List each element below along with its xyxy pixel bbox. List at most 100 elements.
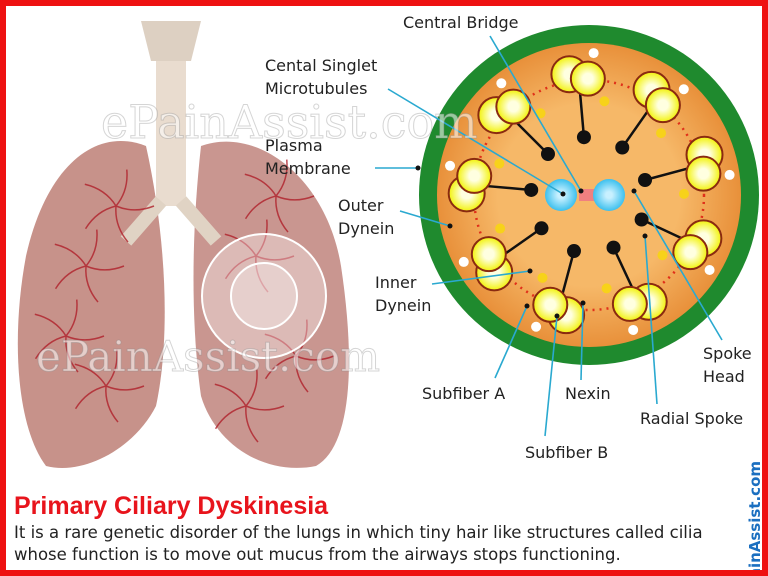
watermark: ePainAssist.com	[101, 95, 478, 149]
blood-vessel	[115, 169, 128, 207]
blood-vessel	[105, 349, 118, 387]
blood-vessel	[34, 335, 67, 360]
radial-spoke	[514, 120, 549, 155]
outer-dynein	[458, 256, 469, 267]
radial-spoke	[644, 166, 690, 182]
leader-dot	[642, 233, 648, 239]
subfiber-a	[611, 285, 648, 322]
leader-lines	[375, 35, 723, 437]
leader-line	[387, 88, 564, 195]
leader-line	[580, 302, 584, 381]
label-line: Head	[703, 367, 745, 386]
outer-dynein	[445, 160, 456, 171]
outer-dynein	[588, 48, 599, 59]
inner-dynein	[656, 128, 667, 139]
radial-spoke	[503, 227, 543, 256]
illustration: ePainAssist.com ePainAssist.com	[17, 21, 759, 468]
larynx	[141, 21, 201, 61]
subfiber-a	[456, 157, 493, 194]
blood-vessel	[255, 219, 268, 257]
blood-vessel	[74, 363, 107, 387]
leader-dot	[560, 191, 566, 197]
blood-vessel	[275, 195, 289, 233]
inner-dynein	[599, 96, 610, 107]
label-line: Cental Singlet	[265, 56, 378, 75]
leader-dot	[415, 165, 421, 171]
axoneme-cross-section	[419, 25, 759, 365]
blood-vessel	[244, 195, 277, 220]
label-radial-spoke: Radial Spoke	[640, 409, 744, 428]
blood-vessel	[85, 265, 99, 303]
label-line: Spoke	[703, 344, 752, 363]
magnifier-outer	[201, 233, 327, 359]
leader-line	[544, 315, 558, 437]
radial-spoke	[612, 247, 635, 290]
page-title: Primary Ciliary Dyskinesia	[14, 492, 329, 520]
inner-dynein	[495, 223, 506, 234]
outer-dynein	[628, 324, 639, 335]
subfiber-a	[470, 236, 507, 273]
lungs-illustration	[17, 21, 349, 468]
magnifier-inner	[230, 262, 298, 330]
inner-dynein	[601, 283, 612, 294]
blood-vessel	[275, 159, 288, 197]
blood-vessel	[105, 385, 145, 391]
description: It is a rare genetic disorder of the lun…	[14, 523, 703, 564]
blood-vessel	[245, 405, 285, 411]
blood-vessel	[255, 255, 269, 293]
blood-vessel	[275, 195, 315, 201]
leader-line	[489, 35, 582, 192]
spoke-head	[566, 244, 581, 259]
trachea	[156, 46, 186, 206]
spoke-head	[638, 172, 653, 187]
blood-vessel	[65, 299, 78, 337]
label-line: Microtubules	[265, 79, 368, 98]
label-line: Dynein	[375, 296, 432, 315]
blood-vessel	[105, 385, 119, 423]
blood-vessel	[214, 405, 247, 430]
spoke-head	[634, 212, 649, 227]
blood-vessel	[295, 319, 308, 357]
radial-spoke	[485, 184, 532, 192]
leader-line	[399, 210, 451, 227]
subfiber-a	[685, 155, 722, 192]
outer-dynein	[531, 321, 542, 332]
inner-dynein	[678, 188, 689, 199]
spoke-head	[524, 182, 539, 197]
blood-vessel	[245, 369, 258, 407]
leader-dot	[527, 268, 533, 274]
blood-vessel	[65, 335, 105, 341]
spoke-head	[615, 140, 630, 155]
subfiber-a	[495, 88, 532, 125]
blood-vessel	[74, 385, 107, 410]
outer-dynein	[704, 264, 715, 275]
inner-dynein	[535, 108, 546, 119]
blood-vessel	[214, 383, 247, 407]
leader-line	[431, 270, 531, 285]
spoke-head	[540, 146, 555, 161]
leader-dot	[631, 188, 637, 194]
blood-vessel	[295, 355, 335, 361]
label-line: Membrane	[265, 159, 351, 178]
leader-line	[644, 235, 658, 405]
spoke-head	[534, 221, 549, 236]
blood-vessel	[54, 243, 87, 267]
leader-line	[494, 305, 528, 379]
blood-vessel	[224, 255, 257, 280]
side-logo: ePainAssist.com	[746, 461, 764, 576]
outer-dynein	[724, 169, 735, 180]
leader-dot	[580, 300, 586, 306]
label-line: Plasma	[265, 136, 323, 155]
label-line: Outer	[338, 196, 384, 215]
outer-dynein	[496, 78, 507, 89]
blood-vessel	[115, 205, 155, 211]
blood-vessel	[264, 333, 297, 357]
leader-dot	[578, 188, 584, 194]
blood-vessel	[85, 229, 98, 267]
leader-dot	[447, 223, 453, 229]
label-subfiber-a: Subfiber A	[422, 384, 506, 403]
